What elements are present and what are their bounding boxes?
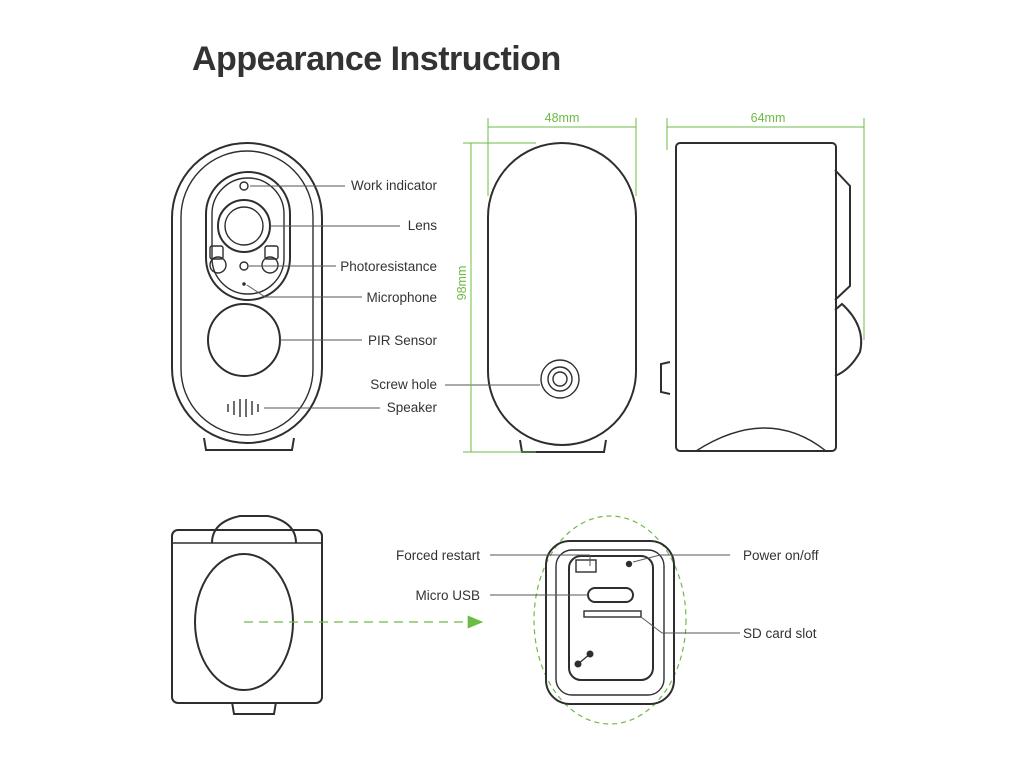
label-pir-sensor: PIR Sensor xyxy=(368,333,438,348)
label-work-indicator: Work indicator xyxy=(351,178,438,193)
dim-depth: 64mm xyxy=(751,111,786,125)
bottom-view xyxy=(533,515,687,725)
micro-usb-port-icon xyxy=(587,587,634,603)
dim-width: 48mm xyxy=(545,111,580,125)
label-power: Power on/off xyxy=(743,548,819,563)
bottom-leader-lines xyxy=(490,554,740,634)
dimension-lines xyxy=(463,118,865,453)
lens-icon xyxy=(217,199,271,253)
photoresistance-icon xyxy=(239,261,249,271)
front-leader-lines xyxy=(246,185,400,409)
power-button-icon xyxy=(625,560,633,568)
dim-height: 98mm xyxy=(455,266,469,301)
latch-icon xyxy=(574,650,594,668)
label-micro-usb: Micro USB xyxy=(415,588,480,603)
label-lens: Lens xyxy=(408,218,438,233)
sd-card-slot-icon xyxy=(583,610,642,618)
page-title: Appearance Instruction xyxy=(192,40,561,78)
label-photoresistance: Photoresistance xyxy=(340,259,437,274)
forced-restart-icon xyxy=(575,559,597,573)
microphone-icon xyxy=(242,282,246,286)
rear-view xyxy=(171,515,323,715)
ir-led-left-icon xyxy=(209,245,227,274)
label-screw-hole: Screw hole xyxy=(370,377,437,392)
bottom-labels: Forced restart Micro USB Power on/off SD… xyxy=(396,548,819,641)
work-indicator-icon xyxy=(239,181,249,191)
label-sd-card: SD card slot xyxy=(743,626,817,641)
side-view xyxy=(660,142,863,452)
speaker-icon xyxy=(227,399,259,417)
ir-led-right-icon xyxy=(261,245,279,274)
screw-hole-icon xyxy=(540,359,580,399)
label-forced-restart: Forced restart xyxy=(396,548,480,563)
label-microphone: Microphone xyxy=(366,290,437,305)
back-view xyxy=(487,142,637,453)
pir-sensor-icon xyxy=(207,303,281,377)
front-labels: Work indicator Lens Photoresistance Micr… xyxy=(340,178,437,415)
label-speaker: Speaker xyxy=(387,400,438,415)
